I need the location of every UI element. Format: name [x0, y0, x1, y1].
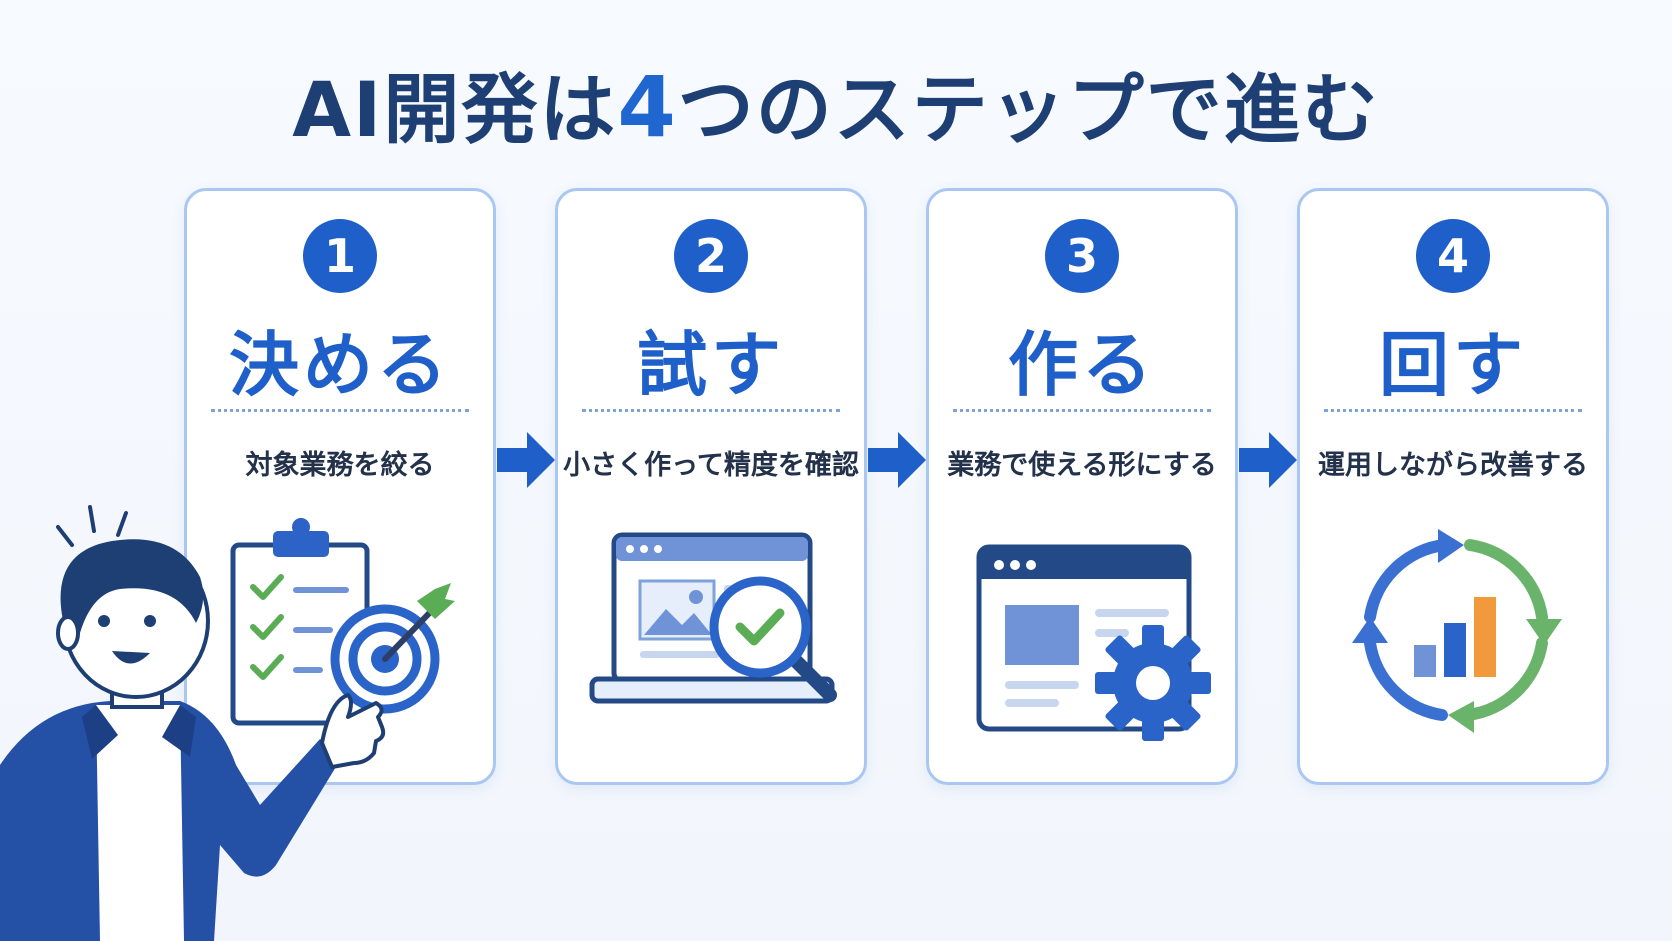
step-number-badge: 1 — [303, 219, 377, 293]
clipboard-target-illustration — [230, 518, 455, 726]
step-card-3: 3 作る 業務で使える形にする — [926, 188, 1238, 785]
step-card-1: 1 決める 対象業務を絞る — [184, 188, 496, 785]
exclamation-lines-icon — [56, 505, 128, 547]
step-description: 小さく作って精度を確認 — [563, 450, 859, 481]
step-title: 試す — [637, 324, 785, 406]
arrow-right-icon — [868, 432, 926, 488]
improvement-cycle-illustration — [1352, 529, 1562, 733]
step-card-4: 4 回す 運用しながら改善する — [1297, 188, 1609, 785]
dotted-divider — [211, 409, 469, 412]
step-title: 回す — [1379, 324, 1527, 406]
step-description: 業務で使える形にする — [947, 450, 1217, 481]
dotted-divider — [582, 409, 840, 412]
title-accent-number: 4 — [617, 58, 678, 156]
step-number-badge: 4 — [1416, 219, 1490, 293]
dotted-divider — [953, 409, 1211, 412]
arrow-right-icon — [1239, 432, 1297, 488]
laptop-magnifier-illustration — [589, 532, 837, 704]
dotted-divider — [1324, 409, 1582, 412]
step-description: 運用しながら改善する — [1318, 450, 1588, 481]
page-title: AI開発は4つのステップで進む — [0, 48, 1672, 158]
magnifier-check-icon — [709, 576, 837, 702]
title-prefix: AI開発は — [292, 65, 618, 154]
step-number-badge: 2 — [674, 219, 748, 293]
step-title: 決める — [229, 324, 451, 406]
arrow-right-icon — [497, 432, 555, 488]
step-description: 対象業務を絞る — [245, 450, 435, 481]
target-icon — [330, 583, 455, 714]
step-number-badge: 3 — [1045, 219, 1119, 293]
browser-gear-illustration — [976, 544, 1211, 741]
gear-icon — [1095, 625, 1211, 741]
presenter-illustration — [0, 505, 386, 941]
cycle-arrows-icon — [1352, 529, 1562, 733]
step-title: 作る — [1008, 324, 1156, 406]
step-card-2: 2 試す 小さく作って精度を確認 — [555, 188, 867, 785]
title-suffix: つのステップで進む — [677, 65, 1380, 154]
bar-chart-icon — [1414, 597, 1496, 677]
clipboard-checklist-icon — [230, 518, 370, 726]
